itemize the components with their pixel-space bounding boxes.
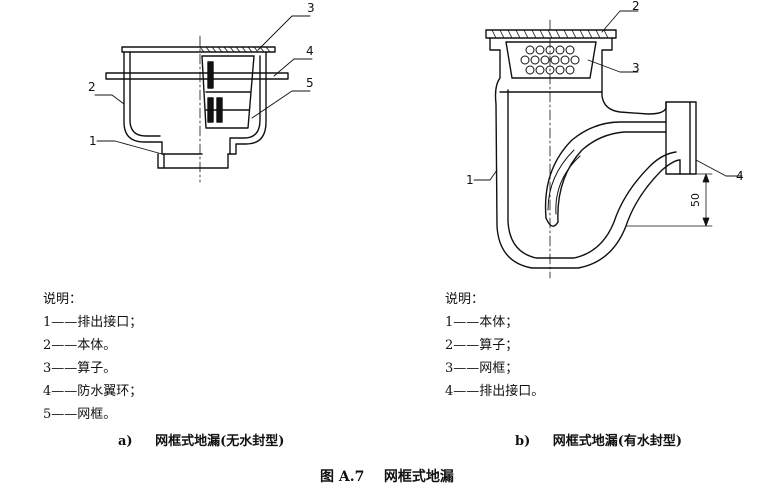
legend-a: 说明： 1——排出接口； 2——本体。 3——算子。 4——防水翼环； 5——网… (43, 288, 142, 426)
callout-b-4: 4 (736, 169, 744, 183)
drain-a-body-right (227, 51, 267, 155)
callout-a-1: 1 (89, 134, 97, 148)
drain-b-leader-2 (601, 10, 639, 33)
drain-b-leader-4 (695, 159, 743, 177)
drain-a-leader-3 (257, 15, 311, 51)
callout-b-3: 3 (632, 61, 640, 75)
legend-b-heading: 说明： (445, 292, 485, 307)
drain-a-leader-2 (94, 94, 125, 105)
drain-a-body-right-inner (229, 55, 261, 155)
drain-a-drawing: 1 2 3 4 5 (88, 1, 315, 183)
drain-a-rib-1 (207, 61, 214, 89)
drain-b-body-outer (494, 57, 681, 269)
callout-b-2: 2 (632, 0, 640, 13)
caption-b-label: b) (515, 434, 531, 449)
caption-a: a) 网框式地漏(无水封型) (118, 430, 284, 449)
drain-a-rib-2 (207, 97, 214, 123)
callout-a-4: 4 (306, 44, 314, 58)
callout-b-1: 1 (466, 173, 474, 187)
drain-a-leader-4 (273, 58, 313, 77)
legend-a-item: 5——网框。 (43, 407, 117, 422)
legend-b-item: 2——算子； (445, 338, 519, 353)
legend-b: 说明： 1——本体； 2——算子； 3——网框； 4——排出接口。 (445, 288, 544, 403)
drain-b-body-right-top (601, 57, 667, 115)
drain-a-grate-hatch (199, 46, 271, 53)
drain-b-trap-seal (544, 121, 667, 223)
drain-b-basket-holes (520, 45, 580, 75)
caption-b: b) 网框式地漏(有水封型) (515, 430, 682, 449)
drain-a-top-rim (121, 46, 276, 53)
drain-b-grate-hatch (491, 29, 609, 39)
callout-a-3: 3 (307, 1, 315, 15)
legend-b-item: 1——本体； (445, 315, 519, 330)
callout-a-5: 5 (306, 76, 314, 90)
drain-a-leader-1 (96, 140, 163, 155)
figure-title: 图 A.7 网框式地漏 (320, 469, 454, 485)
caption-b-text: 网框式地漏(有水封型) (552, 434, 683, 449)
drain-b-inner-tube (547, 149, 581, 215)
drain-b-dim-arrows (702, 173, 710, 227)
caption-a-text: 网框式地漏(无水封型) (155, 434, 285, 449)
drain-a-outlet (157, 153, 229, 169)
drain-b-basket (505, 41, 597, 79)
caption-a-label: a) (118, 434, 133, 449)
drain-b-leader-1 (473, 169, 498, 181)
legend-a-heading: 说明： (43, 292, 83, 307)
dimension-50: 50 (689, 193, 702, 207)
legend-a-item: 1——排出接口； (43, 315, 143, 330)
legend-b-item: 4——排出接口。 (445, 384, 545, 399)
drain-b-drawing: 50 1 2 3 4 (466, 0, 744, 279)
drain-b-leader-3 (587, 59, 639, 73)
legend-b-item: 3——网框； (445, 361, 519, 376)
drain-a-rib-3 (216, 97, 223, 123)
callout-a-2: 2 (88, 80, 96, 94)
drain-a-mesh-frame (201, 55, 255, 129)
drain-b-outlet (665, 101, 697, 175)
drain-b-grate (485, 29, 617, 39)
legend-a-item: 2——本体。 (43, 338, 117, 353)
drain-b-collar (489, 37, 613, 59)
drain-a-body-left (123, 51, 203, 155)
drain-a-body-left-inner (129, 51, 161, 137)
drain-b-dim-lines (625, 173, 713, 227)
drain-b-body-inner (507, 89, 677, 259)
drain-a-wing-ring (105, 72, 289, 80)
legend-a-item: 4——防水翼环； (43, 384, 143, 399)
legend-a-item: 3——算子。 (43, 361, 117, 376)
drain-b-trap-seal-loop (545, 217, 559, 227)
drain-a-leader-5 (251, 90, 311, 119)
